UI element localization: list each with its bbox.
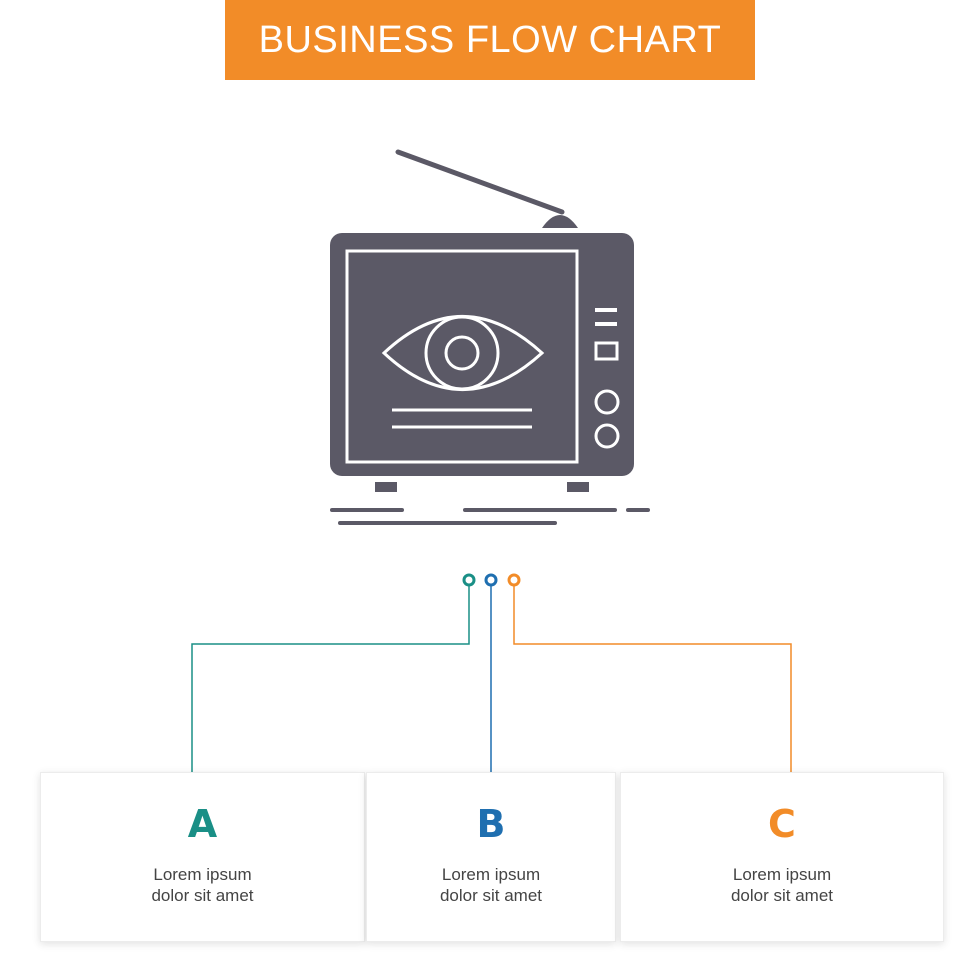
step-a-line1: Lorem ipsum	[153, 865, 252, 884]
step-description-a: Lorem ipsum dolor sit amet	[40, 864, 365, 906]
page-title: BUSINESS FLOW CHART	[258, 18, 722, 61]
step-letter-c: C	[768, 802, 796, 846]
step-c-line1: Lorem ipsum	[732, 865, 832, 884]
step-description-c: Lorem ipsum dolor sit amet	[620, 864, 944, 906]
title-banner: BUSINESS FLOW CHART	[225, 0, 755, 80]
step-letter-a: A	[187, 802, 218, 846]
step-letter-b: B	[476, 802, 506, 846]
step-a-line2: dolor sit amet	[151, 886, 254, 905]
step-c-line2: dolor sit amet	[730, 886, 834, 905]
step-card-a: A Lorem ipsum dolor sit amet	[40, 772, 365, 942]
step-b-line1: Lorem ipsum	[441, 865, 541, 884]
step-card-c: C Lorem ipsum dolor sit amet	[620, 772, 944, 942]
tv-eye-icon	[330, 149, 650, 525]
step-description-b: Lorem ipsum dolor sit amet	[366, 864, 616, 906]
step-card-b: B Lorem ipsum dolor sit amet	[366, 772, 616, 942]
flow-connectors	[191, 573, 792, 780]
step-b-line2: dolor sit amet	[439, 886, 543, 905]
